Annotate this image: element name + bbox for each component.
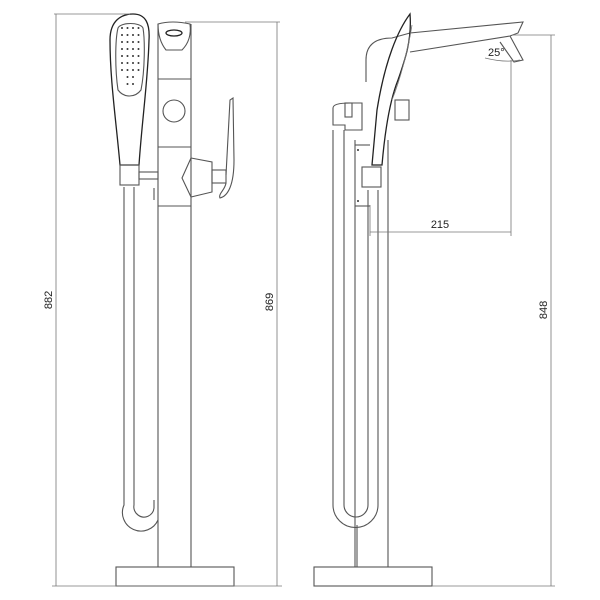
spray-nozzle <box>126 34 129 36</box>
spray-nozzle <box>132 41 134 43</box>
spray-nozzle <box>121 55 123 57</box>
spray-nozzle <box>126 76 129 78</box>
dimension-215: 215 <box>369 60 512 236</box>
spray-nozzle <box>132 76 134 78</box>
spray-nozzle <box>126 48 129 50</box>
spray-nozzle <box>126 27 129 29</box>
dimension-label-869: 869 <box>264 293 276 311</box>
hose-side <box>332 130 379 567</box>
hose-front <box>121 187 159 532</box>
dimension-882: 882 <box>43 13 282 587</box>
spray-nozzle <box>137 34 140 36</box>
spray-nozzles <box>121 27 140 85</box>
dimension-label-848: 848 <box>538 301 550 319</box>
base-side <box>313 566 433 587</box>
spray-nozzle <box>121 69 123 71</box>
dimension-848: 848 <box>432 34 555 587</box>
dimension-label-882: 882 <box>43 291 55 309</box>
spray-nozzle <box>132 48 134 50</box>
spray-nozzle <box>126 41 129 43</box>
spray-nozzle <box>137 41 140 43</box>
dimension-869: 869 <box>185 21 280 586</box>
spray-nozzle <box>132 62 134 64</box>
spray-nozzle <box>132 69 134 71</box>
spray-nozzle <box>137 55 140 57</box>
spray-nozzle <box>121 62 123 64</box>
spray-nozzle <box>126 55 129 57</box>
spout-side <box>365 21 524 82</box>
spray-nozzle <box>121 48 123 50</box>
spray-nozzle <box>137 69 140 71</box>
column-front <box>157 21 235 567</box>
spray-nozzle <box>121 34 123 36</box>
spray-nozzle <box>137 27 140 29</box>
base-front <box>115 566 235 587</box>
dimension-label-25: 25° <box>488 47 505 59</box>
side-view: 215 25° 848 <box>313 12 555 587</box>
spray-nozzle <box>121 41 123 43</box>
spray-nozzle <box>132 83 134 85</box>
dimension-25-degrees: 25° <box>484 47 521 62</box>
spray-nozzle <box>137 62 140 64</box>
spray-nozzle <box>126 83 129 85</box>
spray-nozzle <box>121 27 123 29</box>
spray-nozzle <box>126 69 129 71</box>
front-view: 882 869 <box>43 13 282 587</box>
spray-nozzle <box>132 55 134 57</box>
hand-shower-side <box>361 12 413 188</box>
hand-shower-front <box>109 13 159 186</box>
column-side <box>332 99 410 567</box>
dimension-label-215: 215 <box>431 219 449 231</box>
spray-nozzle <box>132 34 134 36</box>
spray-nozzle <box>137 48 140 50</box>
spray-nozzle <box>132 27 134 29</box>
spray-nozzle <box>126 62 129 64</box>
